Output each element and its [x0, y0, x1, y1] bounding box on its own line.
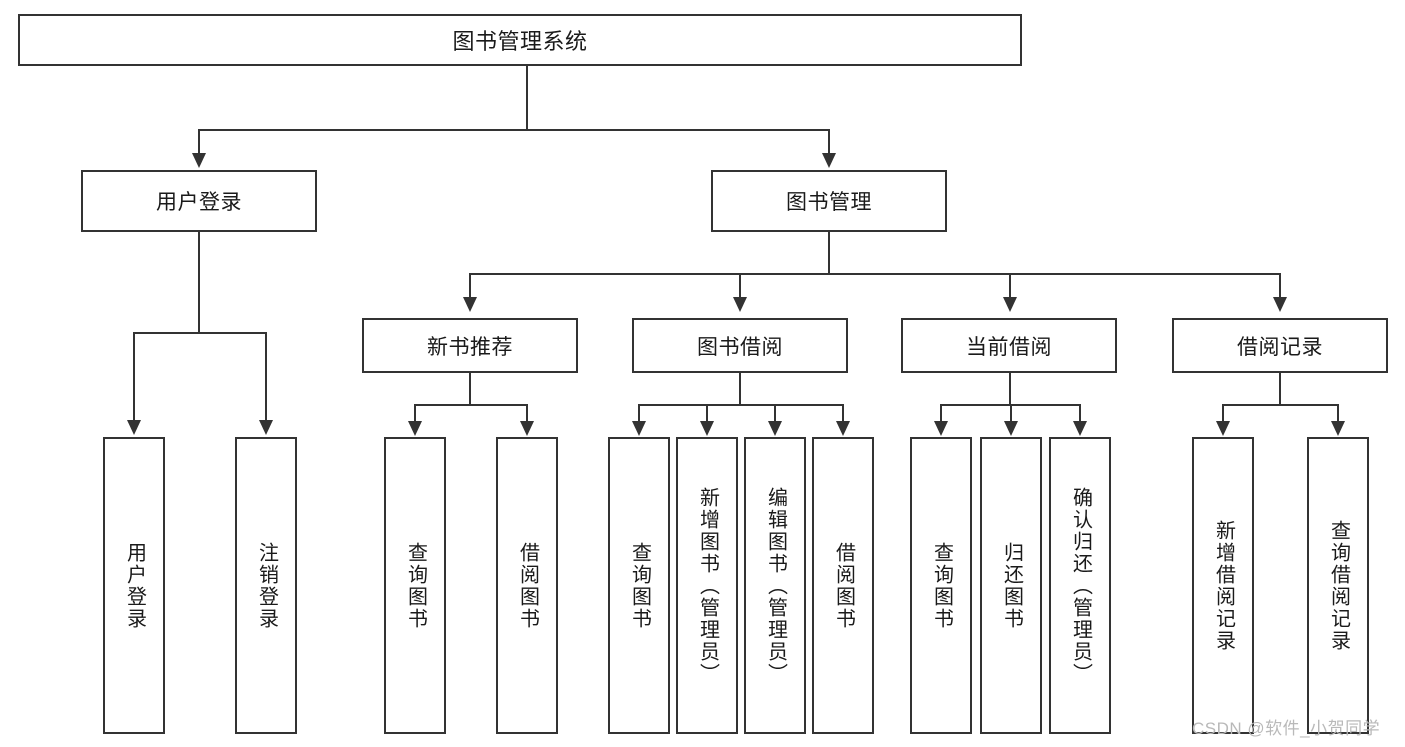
arrow-borrow-record-to-leaf-0 [1216, 421, 1230, 436]
node-label: 借阅记录 [1237, 335, 1323, 359]
connector-root-to-user-login [198, 129, 200, 155]
node-book-borrow[interactable]: 图书借阅 [632, 318, 848, 373]
leaf-book-borrow-3[interactable]: 借阅图书 [812, 437, 874, 734]
connector-book-mgmt-to-new-book [469, 273, 471, 299]
connector-user-login-to-leaf-1 [265, 332, 267, 422]
arrow-current-borrow-to-leaf-1 [1004, 421, 1018, 436]
node-label: 当前借阅 [966, 335, 1052, 359]
connector-root-bus [198, 129, 830, 131]
node-label: 确认归还（管理员） [1069, 486, 1092, 685]
arrow-book-borrow-to-leaf-1 [700, 421, 714, 436]
leaf-user-login-0[interactable]: 用户登录 [103, 437, 165, 734]
arrow-book-mgmt-to-new-book [463, 297, 477, 312]
leaf-user-login-1[interactable]: 注销登录 [235, 437, 297, 734]
node-label: 图书管理系统 [452, 29, 588, 54]
connector-root-stem [526, 66, 528, 130]
connector-new-book-stem [469, 373, 471, 405]
connector-root-to-book-mgmt [828, 129, 830, 155]
node-label: 查询图书 [404, 541, 427, 630]
connector-current-borrow-stem [1009, 373, 1011, 405]
node-label: 查询图书 [930, 541, 953, 630]
arrow-book-borrow-to-leaf-2 [768, 421, 782, 436]
arrow-root-to-book-mgmt [822, 153, 836, 168]
leaf-current-borrow-0[interactable]: 查询图书 [910, 437, 972, 734]
node-label: 查询图书 [628, 541, 651, 630]
connector-book-borrow-to-leaf-1 [706, 404, 708, 423]
connector-book-borrow-to-leaf-0 [638, 404, 640, 423]
connector-borrow-record-bus [1222, 404, 1339, 406]
connector-book-mgmt-stem [828, 232, 830, 274]
leaf-new-book-recommend-1[interactable]: 借阅图书 [496, 437, 558, 734]
node-label: 归还图书 [1000, 541, 1023, 630]
connector-book-borrow-to-leaf-3 [842, 404, 844, 423]
arrow-current-borrow-to-leaf-2 [1073, 421, 1087, 436]
connector-current-borrow-to-leaf-0 [940, 404, 942, 423]
arrow-new-book-to-leaf-0 [408, 421, 422, 436]
arrow-user-login-to-leaf-0 [127, 420, 141, 435]
node-label: 注销登录 [255, 541, 278, 630]
node-label: 图书借阅 [697, 335, 783, 359]
leaf-new-book-recommend-0[interactable]: 查询图书 [384, 437, 446, 734]
connector-new-book-to-leaf-0 [414, 404, 416, 423]
connector-current-borrow-to-leaf-2 [1079, 404, 1081, 423]
node-label: 用户登录 [156, 191, 242, 214]
watermark-text: CSDN @软件_小贺同学 [1192, 719, 1381, 738]
connector-book-borrow-to-leaf-2 [774, 404, 776, 423]
arrow-book-mgmt-to-current-borrow [1003, 297, 1017, 312]
arrow-borrow-record-to-leaf-1 [1331, 421, 1345, 436]
leaf-book-borrow-0[interactable]: 查询图书 [608, 437, 670, 734]
node-label: 借阅图书 [832, 541, 855, 630]
node-label: 新书推荐 [427, 335, 513, 359]
leaf-book-borrow-1[interactable]: 新增图书（管理员） [676, 437, 738, 734]
leaf-borrow-record-0[interactable]: 新增借阅记录 [1192, 437, 1254, 734]
arrow-book-mgmt-to-borrow-record [1273, 297, 1287, 312]
leaf-borrow-record-1[interactable]: 查询借阅记录 [1307, 437, 1369, 734]
node-user-login[interactable]: 用户登录 [81, 170, 317, 232]
node-book-management[interactable]: 图书管理 [711, 170, 947, 232]
connector-user-login-to-leaf-0 [133, 332, 135, 422]
node-label: 图书管理 [786, 191, 872, 214]
connector-book-borrow-stem [739, 373, 741, 405]
node-label: 新增图书（管理员） [696, 486, 719, 685]
node-label: 借阅图书 [516, 541, 539, 630]
arrow-current-borrow-to-leaf-0 [934, 421, 948, 436]
connector-borrow-record-to-leaf-0 [1222, 404, 1224, 423]
connector-borrow-record-stem [1279, 373, 1281, 405]
connector-new-book-bus [414, 404, 528, 406]
connector-book-mgmt-to-current-borrow [1009, 273, 1011, 299]
node-label: 新增借阅记录 [1212, 519, 1235, 652]
connector-book-mgmt-bus [469, 273, 1280, 275]
leaf-book-borrow-2[interactable]: 编辑图书（管理员） [744, 437, 806, 734]
arrow-new-book-to-leaf-1 [520, 421, 534, 436]
leaf-current-borrow-2[interactable]: 确认归还（管理员） [1049, 437, 1111, 734]
arrow-root-to-user-login [192, 153, 206, 168]
connector-book-mgmt-to-borrow-record [1279, 273, 1281, 299]
node-new-book-recommend[interactable]: 新书推荐 [362, 318, 578, 373]
node-label: 编辑图书（管理员） [764, 486, 787, 685]
node-label: 用户登录 [123, 541, 146, 630]
node-label: 查询借阅记录 [1327, 519, 1350, 652]
arrow-book-mgmt-to-book-borrow [733, 297, 747, 312]
connector-new-book-to-leaf-1 [526, 404, 528, 423]
arrow-user-login-to-leaf-1 [259, 420, 273, 435]
arrow-book-borrow-to-leaf-0 [632, 421, 646, 436]
connector-user-login-stem [198, 232, 200, 333]
connector-book-borrow-bus [638, 404, 844, 406]
node-root-system[interactable]: 图书管理系统 [18, 14, 1022, 66]
connector-book-mgmt-to-book-borrow [739, 273, 741, 299]
node-current-borrow[interactable]: 当前借阅 [901, 318, 1117, 373]
connector-user-login-bus [133, 332, 267, 334]
connector-borrow-record-to-leaf-1 [1337, 404, 1339, 423]
node-borrow-record[interactable]: 借阅记录 [1172, 318, 1388, 373]
arrow-book-borrow-to-leaf-3 [836, 421, 850, 436]
leaf-current-borrow-1[interactable]: 归还图书 [980, 437, 1042, 734]
connector-current-borrow-to-leaf-1 [1010, 404, 1012, 423]
